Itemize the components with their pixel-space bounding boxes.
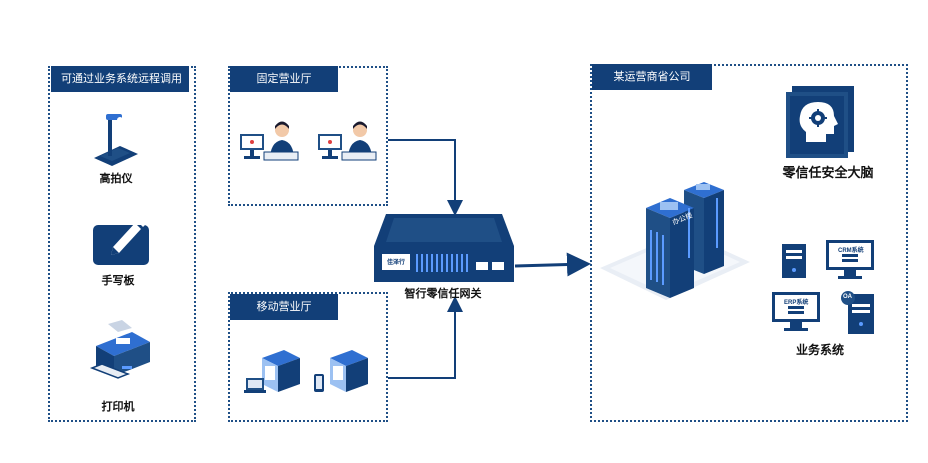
erp-monitor-icon bbox=[772, 292, 820, 337]
gateway-device-icon bbox=[372, 212, 516, 291]
fixed-to-gateway-line bbox=[388, 139, 463, 216]
mobile-kiosk-icon bbox=[312, 348, 372, 403]
tablet-icon bbox=[93, 215, 153, 272]
oa-badge: OA bbox=[843, 294, 852, 300]
gateway-brand-logo: 佳泽行 bbox=[386, 260, 405, 266]
printer-icon bbox=[88, 320, 152, 391]
gateway-to-company-line bbox=[514, 252, 591, 277]
crm-label: CRM系统 bbox=[838, 248, 864, 254]
scanner-label: 高拍仪 bbox=[99, 173, 133, 185]
company-panel bbox=[590, 64, 908, 422]
mobile-kiosk-icon bbox=[244, 348, 304, 403]
company-panel-title: 某运营商省公司 bbox=[592, 64, 712, 90]
staff-workstation-icon bbox=[316, 120, 378, 169]
gateway-label: 智行零信任网关 bbox=[404, 288, 482, 300]
tablet-label: 手写板 bbox=[101, 275, 135, 287]
mobile-hall-title: 移动营业厅 bbox=[230, 294, 338, 320]
remote-panel-title: 可通过业务系统远程调用 bbox=[51, 66, 189, 92]
security-brain-icon bbox=[784, 82, 860, 163]
scanner-icon bbox=[90, 112, 140, 173]
security-brain-label: 零信任安全大脑 bbox=[782, 165, 874, 180]
office-building-icon bbox=[600, 180, 750, 315]
printer-label: 打印机 bbox=[101, 401, 135, 413]
crm-monitor-icon bbox=[826, 240, 874, 285]
business-systems-label: 业务系统 bbox=[795, 343, 844, 357]
erp-label: ERP系统 bbox=[784, 300, 809, 306]
server-tower-icon bbox=[780, 242, 808, 285]
mobile-hall-panel bbox=[228, 292, 388, 422]
oa-server-icon bbox=[840, 290, 876, 341]
mobile-to-gateway-line bbox=[388, 296, 463, 379]
staff-workstation-icon bbox=[238, 120, 300, 169]
fixed-hall-title: 固定营业厅 bbox=[230, 66, 338, 92]
